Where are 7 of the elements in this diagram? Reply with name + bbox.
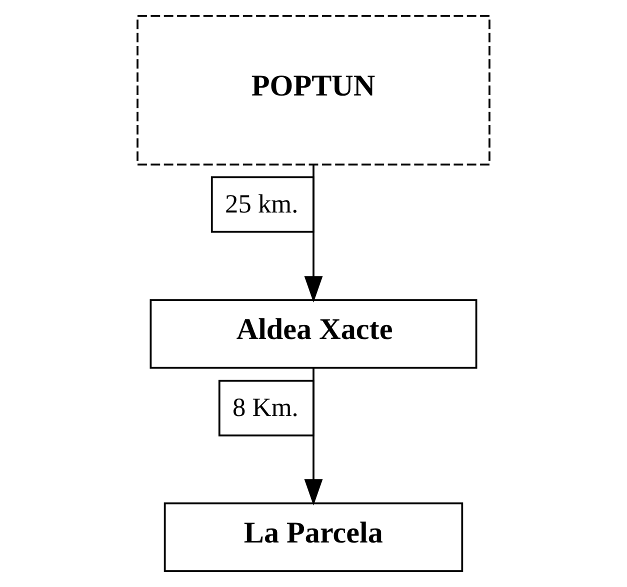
node-box: La Parcela — [164, 502, 464, 572]
arrow — [304, 164, 323, 303]
node-box: Aldea Xacte — [150, 299, 478, 369]
edge-label: 25 km. — [225, 189, 298, 218]
edge-label: 8 Km. — [232, 393, 298, 422]
arrow — [304, 368, 323, 506]
node-box: POPTUN — [136, 14, 490, 166]
